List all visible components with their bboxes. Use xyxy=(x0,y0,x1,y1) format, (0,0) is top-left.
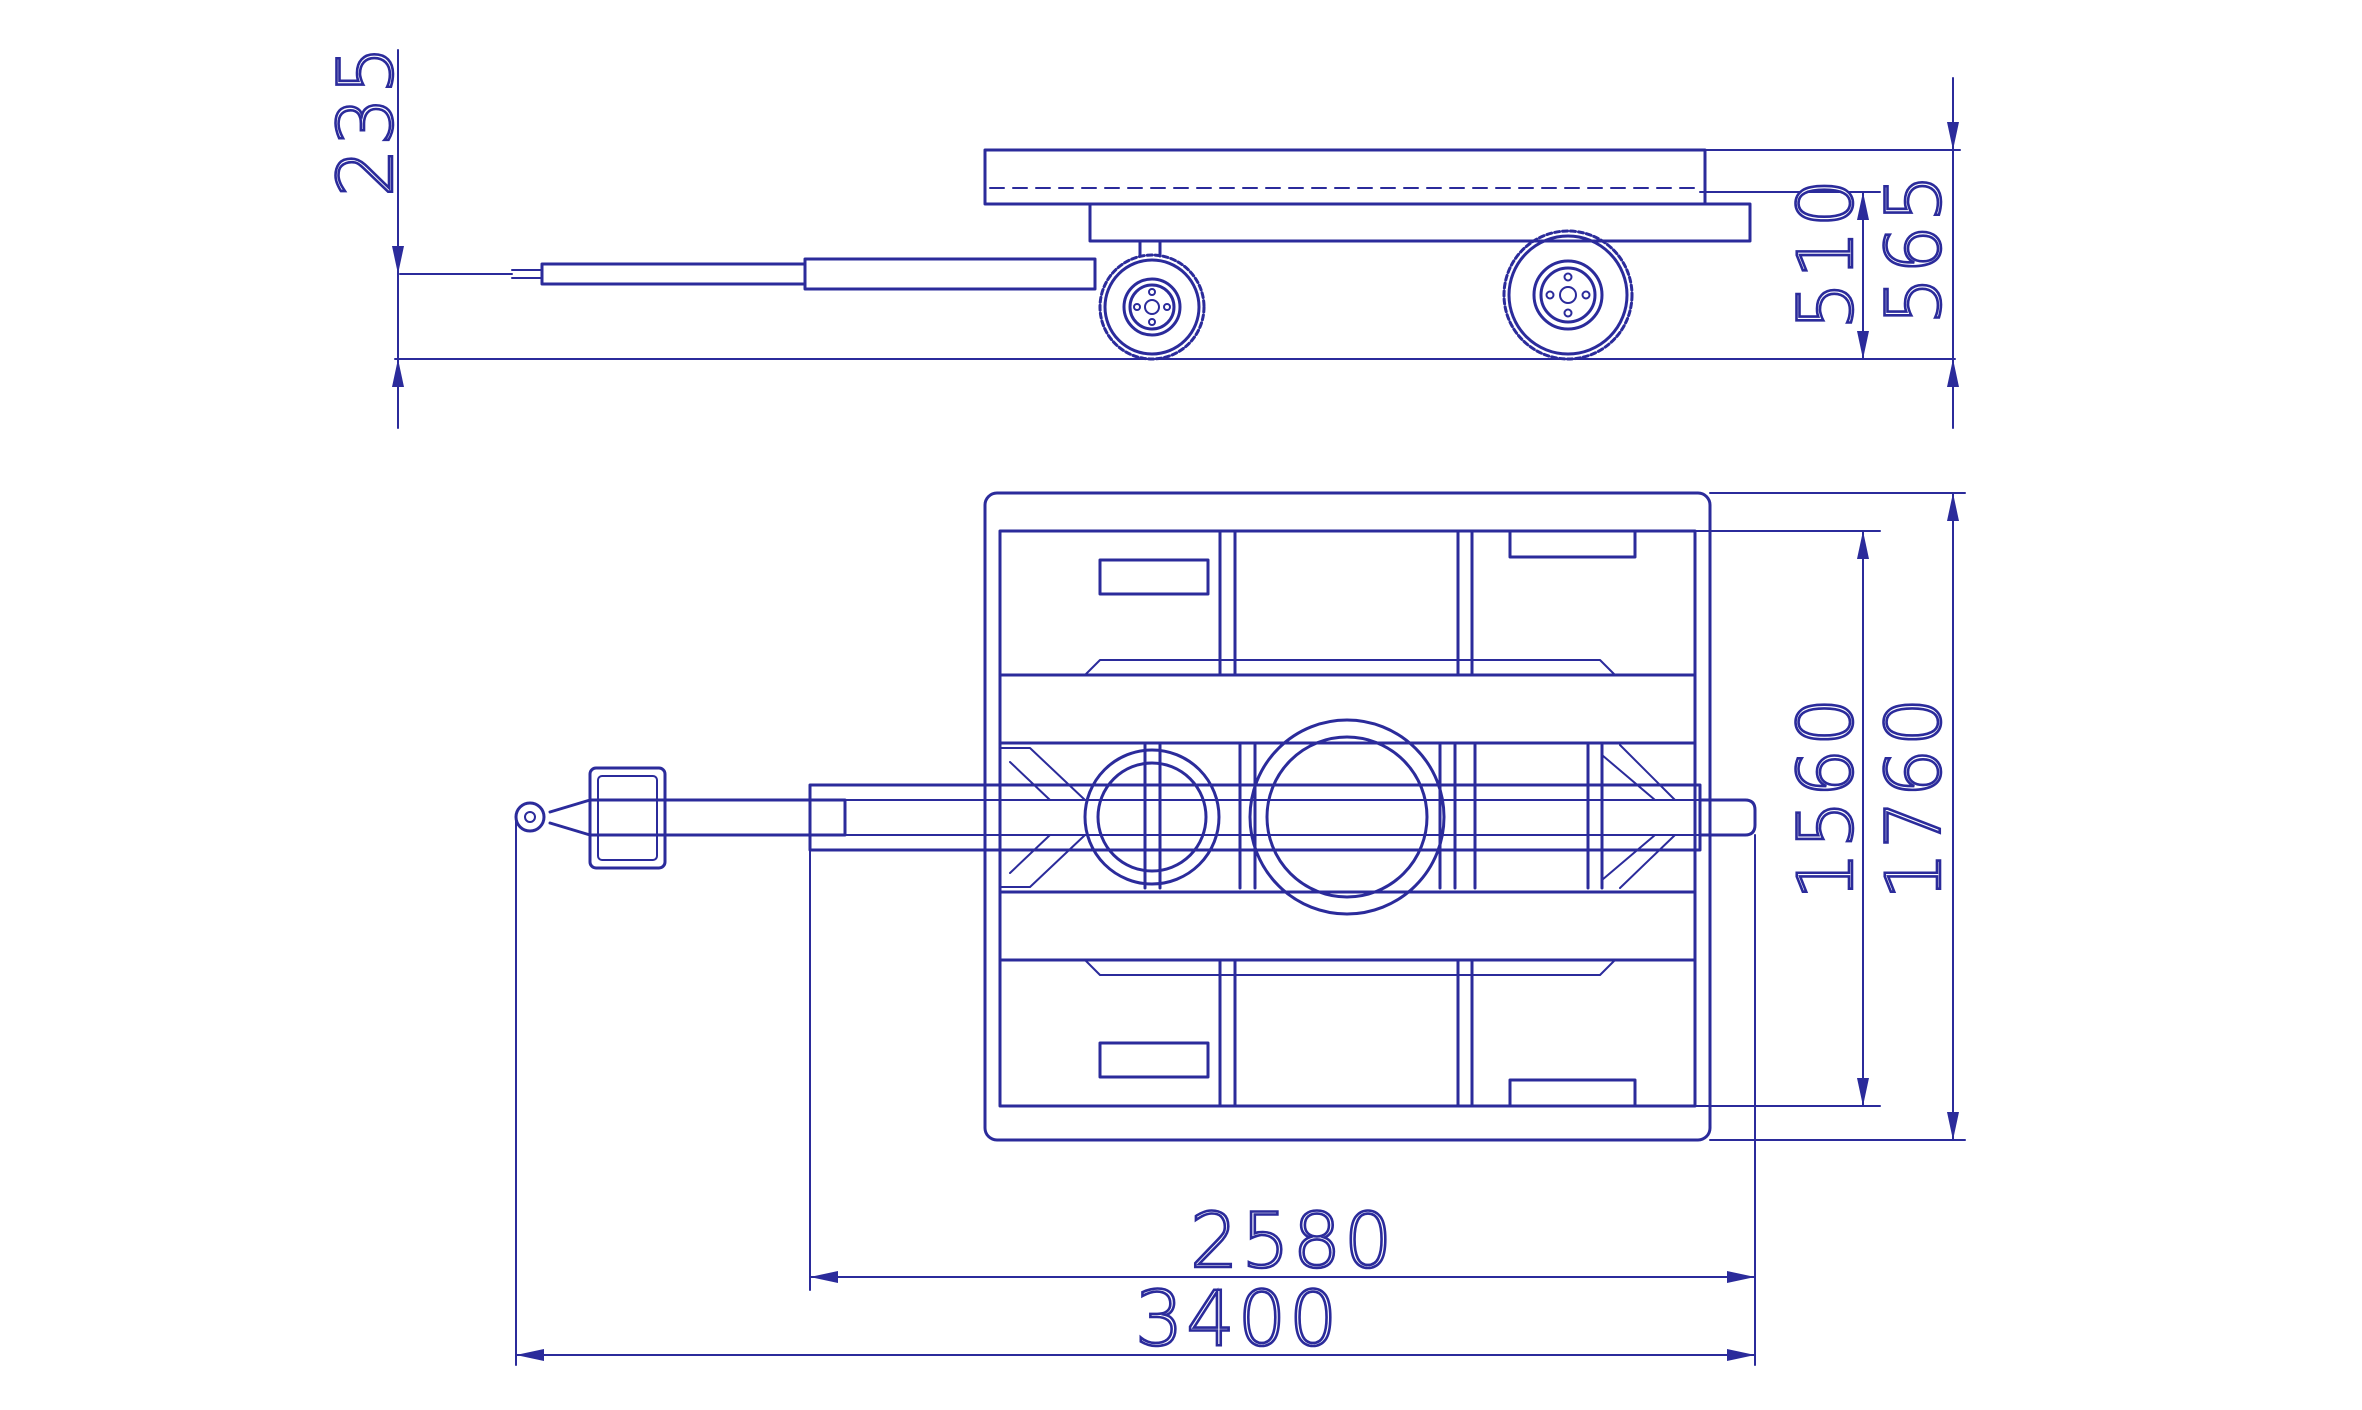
top-inner-frame xyxy=(998,529,1697,1108)
rear-wheel xyxy=(1502,229,1634,361)
dim-510-label: 510 xyxy=(1781,176,1870,330)
front-wheel xyxy=(1098,239,1206,361)
dim-overall-height: 565 xyxy=(1704,77,1961,429)
side-tow-bar xyxy=(399,257,1097,291)
top-tow-bar-stub xyxy=(808,783,1702,852)
top-cross-member-lower xyxy=(998,890,1697,962)
side-view xyxy=(394,148,1956,361)
side-frame-beam xyxy=(1088,202,1752,243)
dim-overall-length: 3400 xyxy=(515,816,1756,1366)
dim-565-label: 565 xyxy=(1869,171,1958,325)
dim-3400-label: 3400 xyxy=(1135,1274,1340,1363)
pad-rear-right xyxy=(1508,1078,1637,1108)
dim-deck-to-bottom: 510 xyxy=(1699,175,1881,360)
dim-1560-label: 1560 xyxy=(1781,695,1870,900)
dim-inner-width: 1560 xyxy=(1694,530,1881,1107)
top-cross-member-upper xyxy=(998,673,1697,745)
dim-tow-bar-height: 235 xyxy=(320,42,411,429)
dim-1760-label: 1760 xyxy=(1869,695,1958,900)
top-view xyxy=(514,491,1757,1142)
pad-front-left xyxy=(1098,558,1210,596)
dim-wheelbase-length: 2580 xyxy=(809,834,1756,1366)
top-drawbar xyxy=(514,766,847,870)
pad-rear-left xyxy=(1508,529,1637,559)
turntable-front xyxy=(1083,743,1221,890)
dim-overall-width: 1760 xyxy=(1709,492,1966,1141)
dim-2580-label: 2580 xyxy=(1190,1196,1395,1285)
side-deck xyxy=(983,148,1707,206)
dim-235-label: 235 xyxy=(321,43,410,197)
top-deck-outline xyxy=(983,491,1712,1142)
pad-front-right xyxy=(1098,1041,1210,1079)
turntable-rear xyxy=(1238,718,1457,916)
